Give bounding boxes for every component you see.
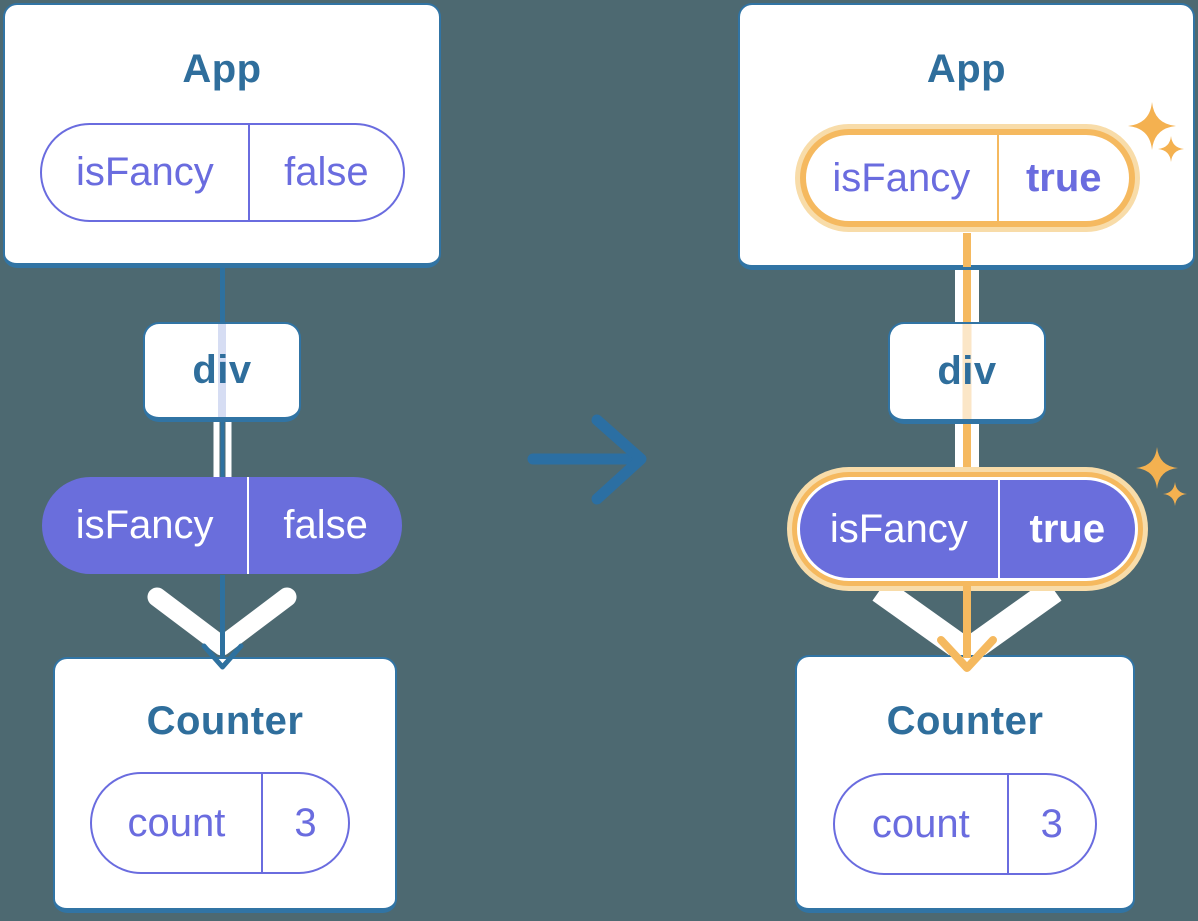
left-div-pill-connector: [213, 418, 232, 480]
left-counter-card: Counter count 3: [53, 657, 397, 913]
right-app-thread-line: [962, 233, 971, 267]
left-passed-prop-pill: isFancy false: [42, 477, 402, 574]
right-div-card: div: [888, 322, 1046, 424]
prop-name: isFancy: [832, 155, 971, 200]
left-counter-state-pill: count 3: [90, 772, 350, 874]
prop-value: false: [247, 125, 403, 220]
prop-value: true: [996, 135, 1129, 221]
left-app-prop-pill: isFancy false: [40, 123, 405, 222]
left-div-card: div: [143, 322, 301, 422]
right-counter-title: Counter: [886, 699, 1044, 743]
left-div-thread-line: [218, 324, 226, 417]
left-div-label: div: [192, 348, 252, 392]
right-app-title: App: [926, 47, 1007, 91]
state-name: count: [127, 800, 226, 845]
right-counter-card: Counter count 3: [795, 655, 1135, 913]
state-name: count: [871, 801, 970, 846]
prop-value: false: [247, 477, 402, 574]
prop-value: true: [997, 480, 1135, 578]
state-value: 3: [1006, 775, 1095, 873]
right-chevron-down-icon: [872, 579, 1062, 665]
prop-name: isFancy: [75, 150, 214, 194]
right-app-div-connector: [955, 266, 979, 324]
right-app-prop-pill: isFancy true: [800, 129, 1135, 227]
right-div-pill-connector: [955, 420, 979, 469]
left-counter-title: Counter: [146, 699, 304, 743]
state-value: 3: [260, 774, 348, 872]
right-div-label: div: [937, 349, 997, 393]
right-counter-state-pill: count 3: [833, 773, 1097, 875]
right-div-thread-line: [962, 324, 972, 419]
right-passed-prop-pill: isFancy true: [800, 480, 1135, 578]
right-app-card: App isFancy true: [738, 3, 1195, 270]
left-app-title: App: [182, 47, 262, 91]
prop-name: isFancy: [75, 503, 214, 547]
prop-name: isFancy: [829, 506, 968, 551]
left-app-card: App isFancy false: [3, 3, 441, 268]
left-chevron-down-icon: [147, 587, 297, 656]
